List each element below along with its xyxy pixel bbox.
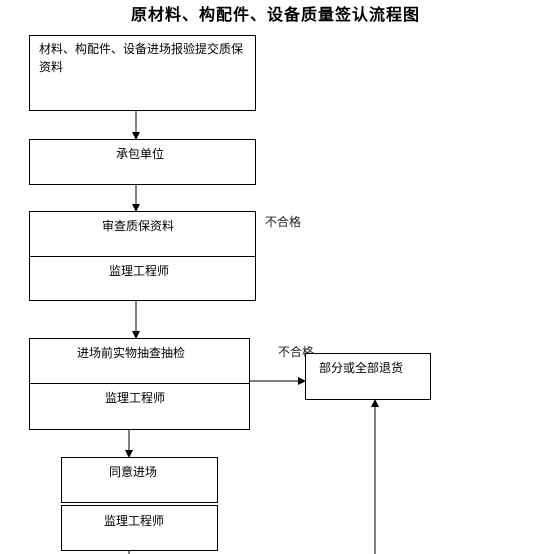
review-docs-text: 审查质保资料 [102, 219, 175, 233]
approve-entry-box: 同意进场 [61, 457, 218, 503]
submit-materials-box: 材料、构配件、设备进场报验提交质保资料 [29, 35, 256, 111]
supervisor-text-2: 监理工程师 [105, 391, 166, 405]
inspection-box: 进场前实物抽查抽检 [29, 338, 250, 384]
page-title: 原材料、构配件、设备质量签认流程图 [130, 5, 420, 24]
supervisor-text-1: 监理工程师 [109, 264, 170, 278]
supervisor-box-2: 监理工程师 [29, 383, 250, 430]
supervisor-box-3: 监理工程师 [61, 505, 218, 551]
submit-materials-text: 材料、构配件、设备进场报验提交质保资料 [39, 42, 244, 74]
supervisor-box-1: 监理工程师 [29, 256, 256, 301]
return-goods-box: 部分或全部退货 [305, 353, 431, 400]
contractor-text: 承包单位 [116, 147, 165, 161]
fail-label-1: 不合格 [265, 215, 302, 229]
contractor-box: 承包单位 [29, 139, 256, 185]
approve-entry-text: 同意进场 [109, 465, 158, 479]
supervisor-text-3: 监理工程师 [104, 514, 165, 528]
review-docs-box: 审查质保资料 [29, 211, 256, 257]
inspection-text: 进场前实物抽查抽检 [77, 346, 186, 360]
return-goods-text: 部分或全部退货 [319, 361, 404, 375]
